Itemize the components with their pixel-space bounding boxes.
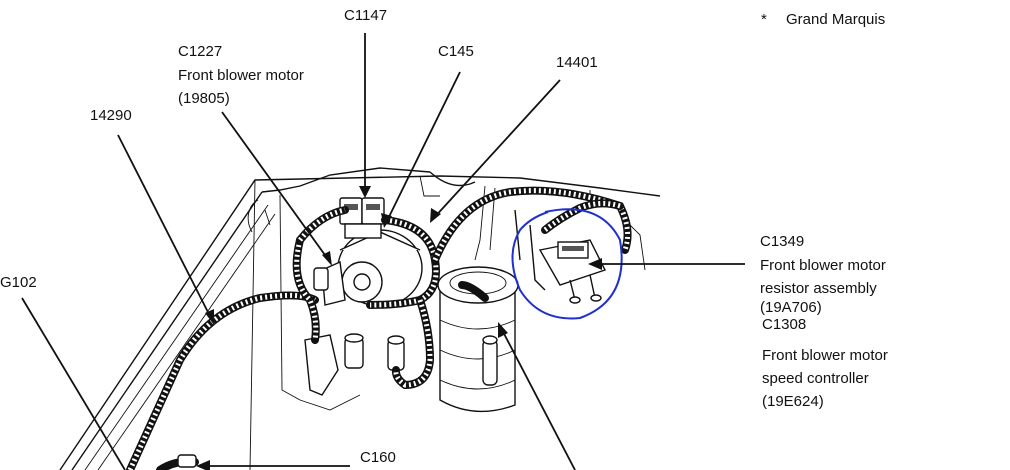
label-c1349-desc1: Front blower motor: [760, 257, 886, 274]
note-marker: *: [761, 11, 767, 28]
blower-motor: [313, 229, 423, 307]
label-c145: C145: [438, 43, 474, 60]
leader-lines: [21, 33, 745, 470]
resistor-assembly: [514, 209, 606, 304]
highlight-circle: [511, 208, 623, 320]
canister-component: [437, 266, 519, 413]
label-g102: G102: [0, 274, 37, 291]
label-c1349-desc2: resistor assembly: [760, 280, 877, 297]
label-c1147: C1147: [344, 7, 388, 24]
note-grand-marquis: Grand Marquis: [786, 11, 886, 28]
label-c1227-desc1: Front blower motor: [178, 67, 304, 84]
label-c160: C160: [360, 449, 396, 466]
wire-harness: [126, 186, 632, 470]
label-c1349: C1349: [760, 233, 805, 250]
lower-connectors: [304, 333, 405, 396]
label-c1308-desc3: (19E624): [762, 393, 824, 410]
label-c1227-desc2: (19805): [178, 90, 230, 107]
label-c1308: C1308: [762, 316, 807, 333]
label-14401: 14401: [556, 54, 598, 71]
connector-block-c1147: [339, 197, 385, 239]
label-c1227: C1227: [178, 43, 223, 60]
label-c1308-desc1: Front blower motor: [762, 347, 888, 364]
label-c1308-desc2: speed controller: [762, 370, 869, 387]
label-c1349-desc3: (19A706): [760, 299, 822, 316]
label-14290: 14290: [90, 107, 132, 124]
